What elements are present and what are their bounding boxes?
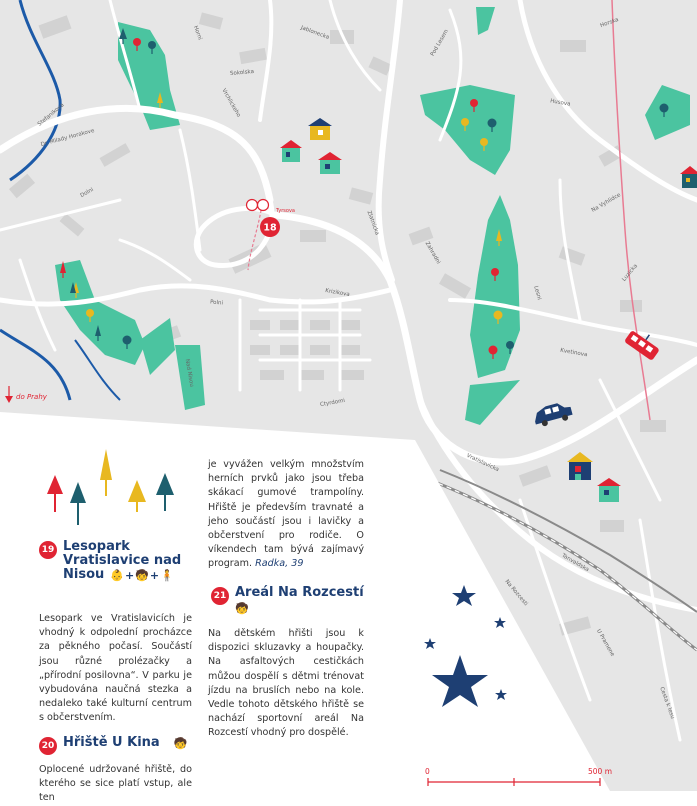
map-marker-18[interactable]: 18 Tyrsova	[245, 198, 295, 238]
star-icon	[495, 689, 507, 700]
park-upper-middle	[420, 85, 515, 175]
house-icons	[280, 118, 697, 502]
tree-group-icon	[47, 449, 174, 525]
tram-line	[611, 0, 651, 421]
audience-icon: 🧒	[235, 602, 250, 615]
author: Radka, 39	[255, 558, 304, 570]
stars-decoration	[424, 585, 507, 707]
scale-bar	[427, 778, 601, 786]
item-20-text-continued: je vyvážen velkým množstvím herních prvk…	[208, 459, 364, 570]
tram-icon	[625, 331, 659, 360]
house-icon	[308, 118, 332, 140]
park-east	[645, 85, 690, 140]
trees	[60, 28, 669, 359]
marker-caption: Tyrsova	[275, 208, 295, 214]
star-icon	[452, 585, 476, 606]
star-icon	[424, 638, 436, 649]
marker-badge	[260, 217, 280, 237]
park-vratislavice	[470, 195, 520, 378]
street-label: Polni	[209, 299, 224, 307]
roads	[0, 0, 697, 742]
item-number-badge: 20	[39, 737, 57, 755]
direction-arrow: do Prahy	[5, 386, 48, 403]
scale-start-label: 0	[425, 767, 430, 776]
railway	[429, 469, 697, 652]
item-19-text: Lesopark ve Vratislavicích je vhodný k o…	[39, 613, 192, 724]
house-icon	[567, 452, 593, 480]
item-20-heading: 20 Hřiště U Kina 🧒	[39, 736, 188, 755]
item-title: Hřiště U Kina	[63, 735, 160, 750]
rivers	[0, 0, 121, 401]
star-icon	[432, 655, 488, 707]
house-icon	[680, 166, 697, 188]
item-number-badge: 19	[39, 541, 57, 559]
star-icon	[494, 617, 506, 628]
house-icon	[318, 152, 342, 174]
park-areas	[55, 7, 690, 425]
park-north	[118, 22, 180, 130]
house-icon	[280, 140, 302, 162]
item-20-text: Oplocené udržované hřiště, do kterého se…	[39, 764, 192, 804]
park-west	[55, 260, 145, 365]
item-19-heading: 19 Lesopark Vratislavice nad Nisou 👶+🧒+🧍	[39, 540, 181, 582]
arrow-label: do Prahy	[16, 393, 48, 401]
audience-icon: 🧒	[173, 736, 189, 750]
item-number-badge: 21	[211, 587, 229, 605]
item-21-text: Na dětském hřišti jsou k dispozici skluz…	[208, 628, 364, 739]
car-icon	[535, 403, 573, 427]
scale-end-label: 500 m	[588, 767, 613, 776]
marker-number: 18	[263, 223, 277, 234]
audience-icon: 👶+🧒+🧍	[110, 568, 175, 582]
item-title: Lesopark Vratislavice nad Nisou 👶+🧒+🧍	[63, 539, 182, 582]
item-21-heading: 21 Areál Na Rozcestí 🧒	[211, 586, 364, 615]
house-icon	[597, 478, 621, 502]
item-title: Areál Na Rozcestí	[235, 585, 364, 600]
